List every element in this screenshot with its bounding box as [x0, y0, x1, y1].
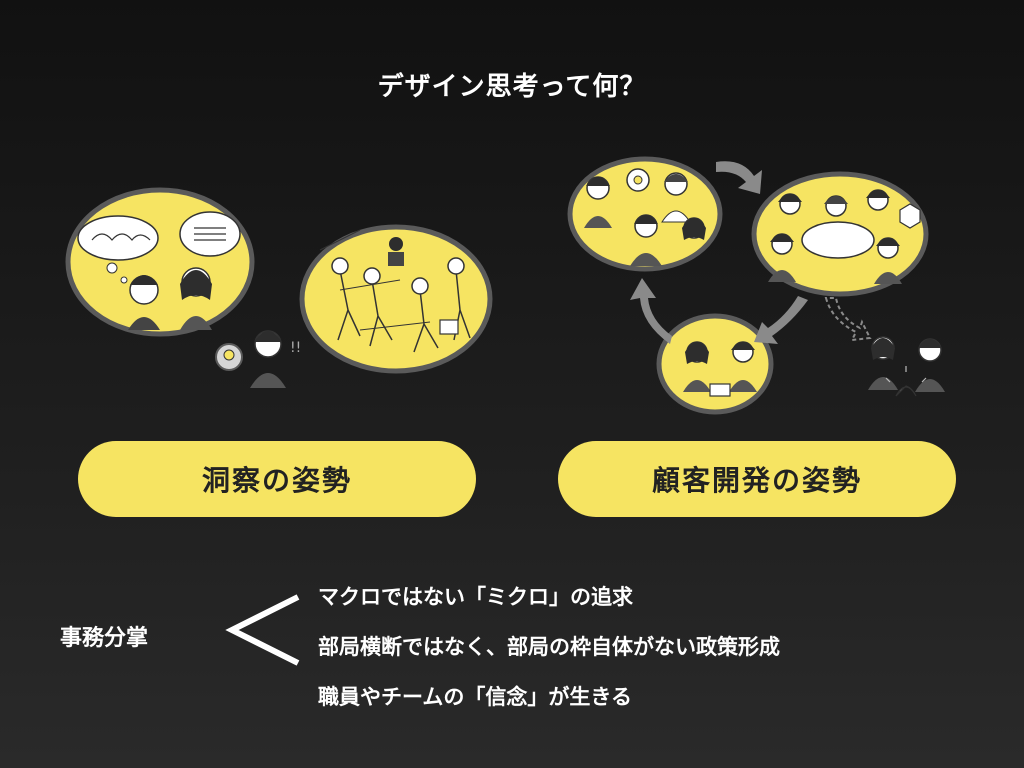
illustration-area: !!	[65, 156, 945, 415]
principle-line: 部局横断ではなく、部局の枠自体がない政策形成	[318, 635, 780, 659]
idea-person: !!	[215, 330, 301, 388]
less-than-symbol	[225, 594, 300, 666]
principle-line: 職員やチームの「信念」が生きる	[318, 685, 632, 709]
observation-pill: 洞察の姿勢	[78, 441, 476, 517]
cycle-arrows	[630, 161, 808, 344]
customer-development-pill: 顧客開発の姿勢	[558, 441, 956, 517]
svg-text:!!: !!	[290, 340, 301, 356]
policy-principles: マクロではない「ミクロ」の追求 部局横断ではなく、部局の枠自体がない政策形成 職…	[318, 572, 780, 722]
two-people-outcome	[868, 336, 945, 397]
principle-line: マクロではない「ミクロ」の追求	[318, 585, 633, 609]
duty-allocation-label: 事務分掌	[60, 626, 149, 651]
observation-illustration: !!	[65, 187, 493, 388]
slide-title: デザイン思考って何？	[377, 72, 647, 102]
customer-development-illustration	[567, 156, 945, 415]
